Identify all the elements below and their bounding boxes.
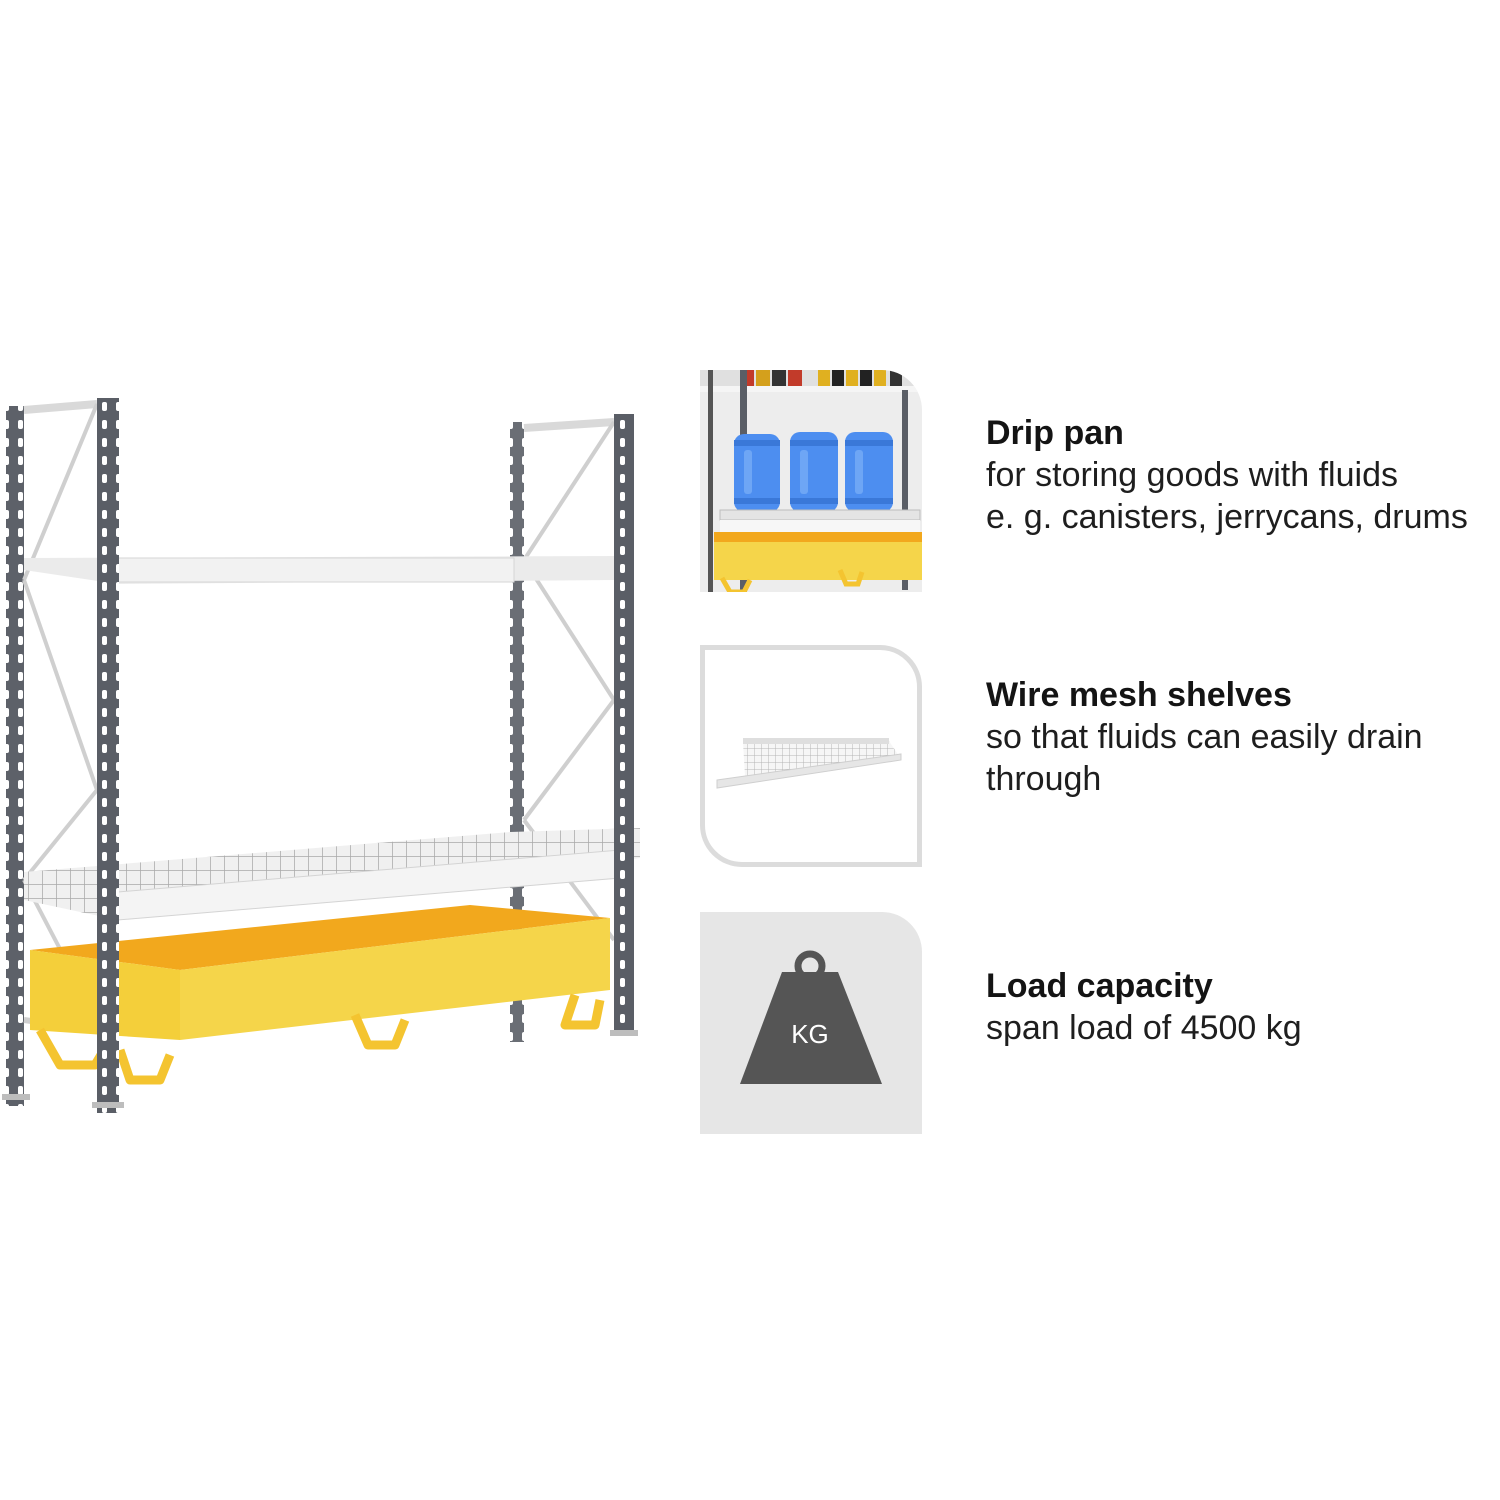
- feature-title: Wire mesh shelves: [986, 676, 1292, 714]
- feature-wire-mesh: Wire mesh shelves so that fluids can eas…: [986, 674, 1496, 800]
- feature-description: span load of 4500 kg: [986, 1009, 1302, 1047]
- feature-title: Drip pan: [986, 414, 1124, 452]
- feature-description: for storing goods with fluids: [986, 456, 1398, 494]
- wire-mesh-shelf-thumbnail: [700, 645, 922, 867]
- feature-load-capacity: Load capacity span load of 4500 kg: [986, 965, 1496, 1049]
- rack-illustration: [0, 380, 660, 1120]
- drip-pan-thumbnail: [700, 370, 922, 592]
- weight-icon-label: KG: [791, 1019, 829, 1049]
- feature-description: through: [986, 760, 1102, 798]
- feature-description: e. g. canisters, jerrycans, drums: [986, 498, 1468, 536]
- weight-icon: KG: [700, 912, 922, 1134]
- feature-title: Load capacity: [986, 967, 1213, 1005]
- feature-drip-pan: Drip pan for storing goods with fluids e…: [986, 412, 1496, 538]
- feature-description: so that fluids can easily drain: [986, 718, 1423, 756]
